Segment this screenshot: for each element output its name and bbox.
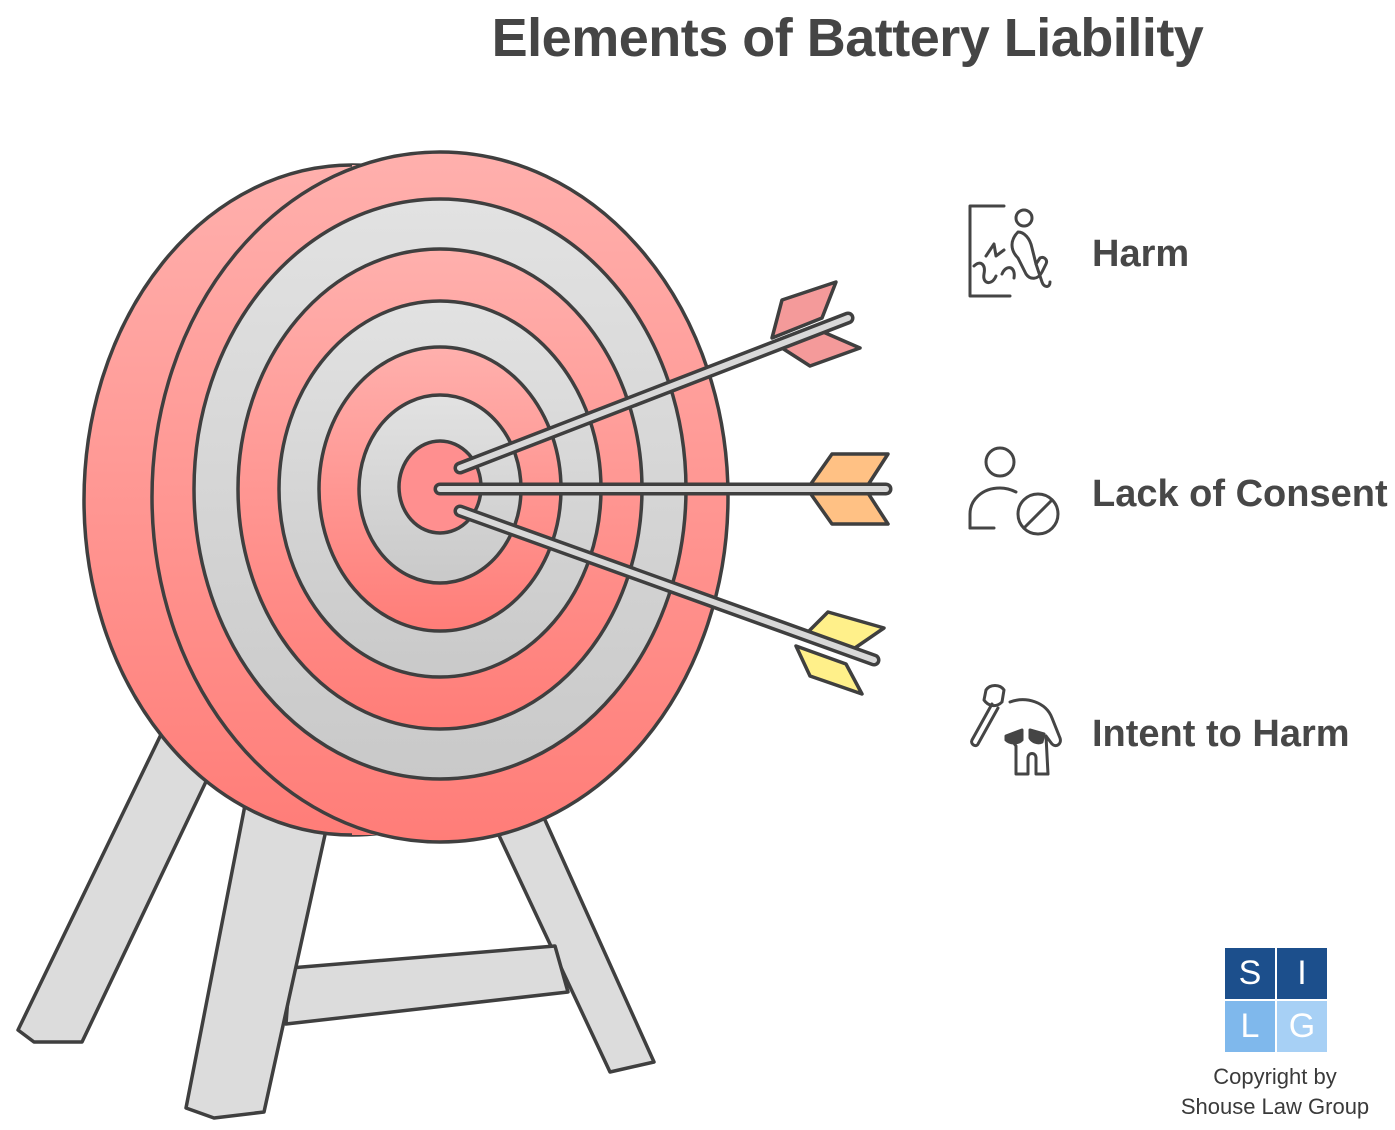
stand-leg-middle [184,798,332,1120]
copyright-line-1: Copyright by [1213,1064,1337,1089]
label-intent-to-harm: Intent to Harm [1092,713,1350,755]
arrow-harm-fletching-top [770,280,838,340]
page-title: Elements of Battery Liability [491,8,1204,68]
arrow-intent-fletching-bottom [794,644,864,696]
shouse-law-group-logo: S I L G [1225,948,1327,1052]
arrow-intent-to-harm [453,504,886,696]
attacker-with-axe-icon [970,684,1062,776]
logo-cell-g: G [1277,1001,1327,1052]
label-lack-of-consent: Lack of Consent [1092,473,1388,515]
logo-cell-i: I [1277,948,1327,999]
target-face [150,150,730,844]
arrow-lack-of-consent [433,452,893,526]
arrow-harm [453,280,862,475]
person-prohibited-icon [968,446,1060,536]
copyright-line-2: Shouse Law Group [1180,1094,1370,1119]
copyright-notice: Copyright by Shouse Law Group [1165,1062,1385,1122]
injured-person-icon [968,204,1052,298]
stand-leg-right [486,798,656,1074]
label-harm: Harm [1092,233,1190,275]
logo-cell-s: S [1225,948,1275,999]
logo-cell-l: L [1225,1001,1275,1052]
target-stand [16,718,656,1120]
stand-crossbar [284,944,570,1026]
